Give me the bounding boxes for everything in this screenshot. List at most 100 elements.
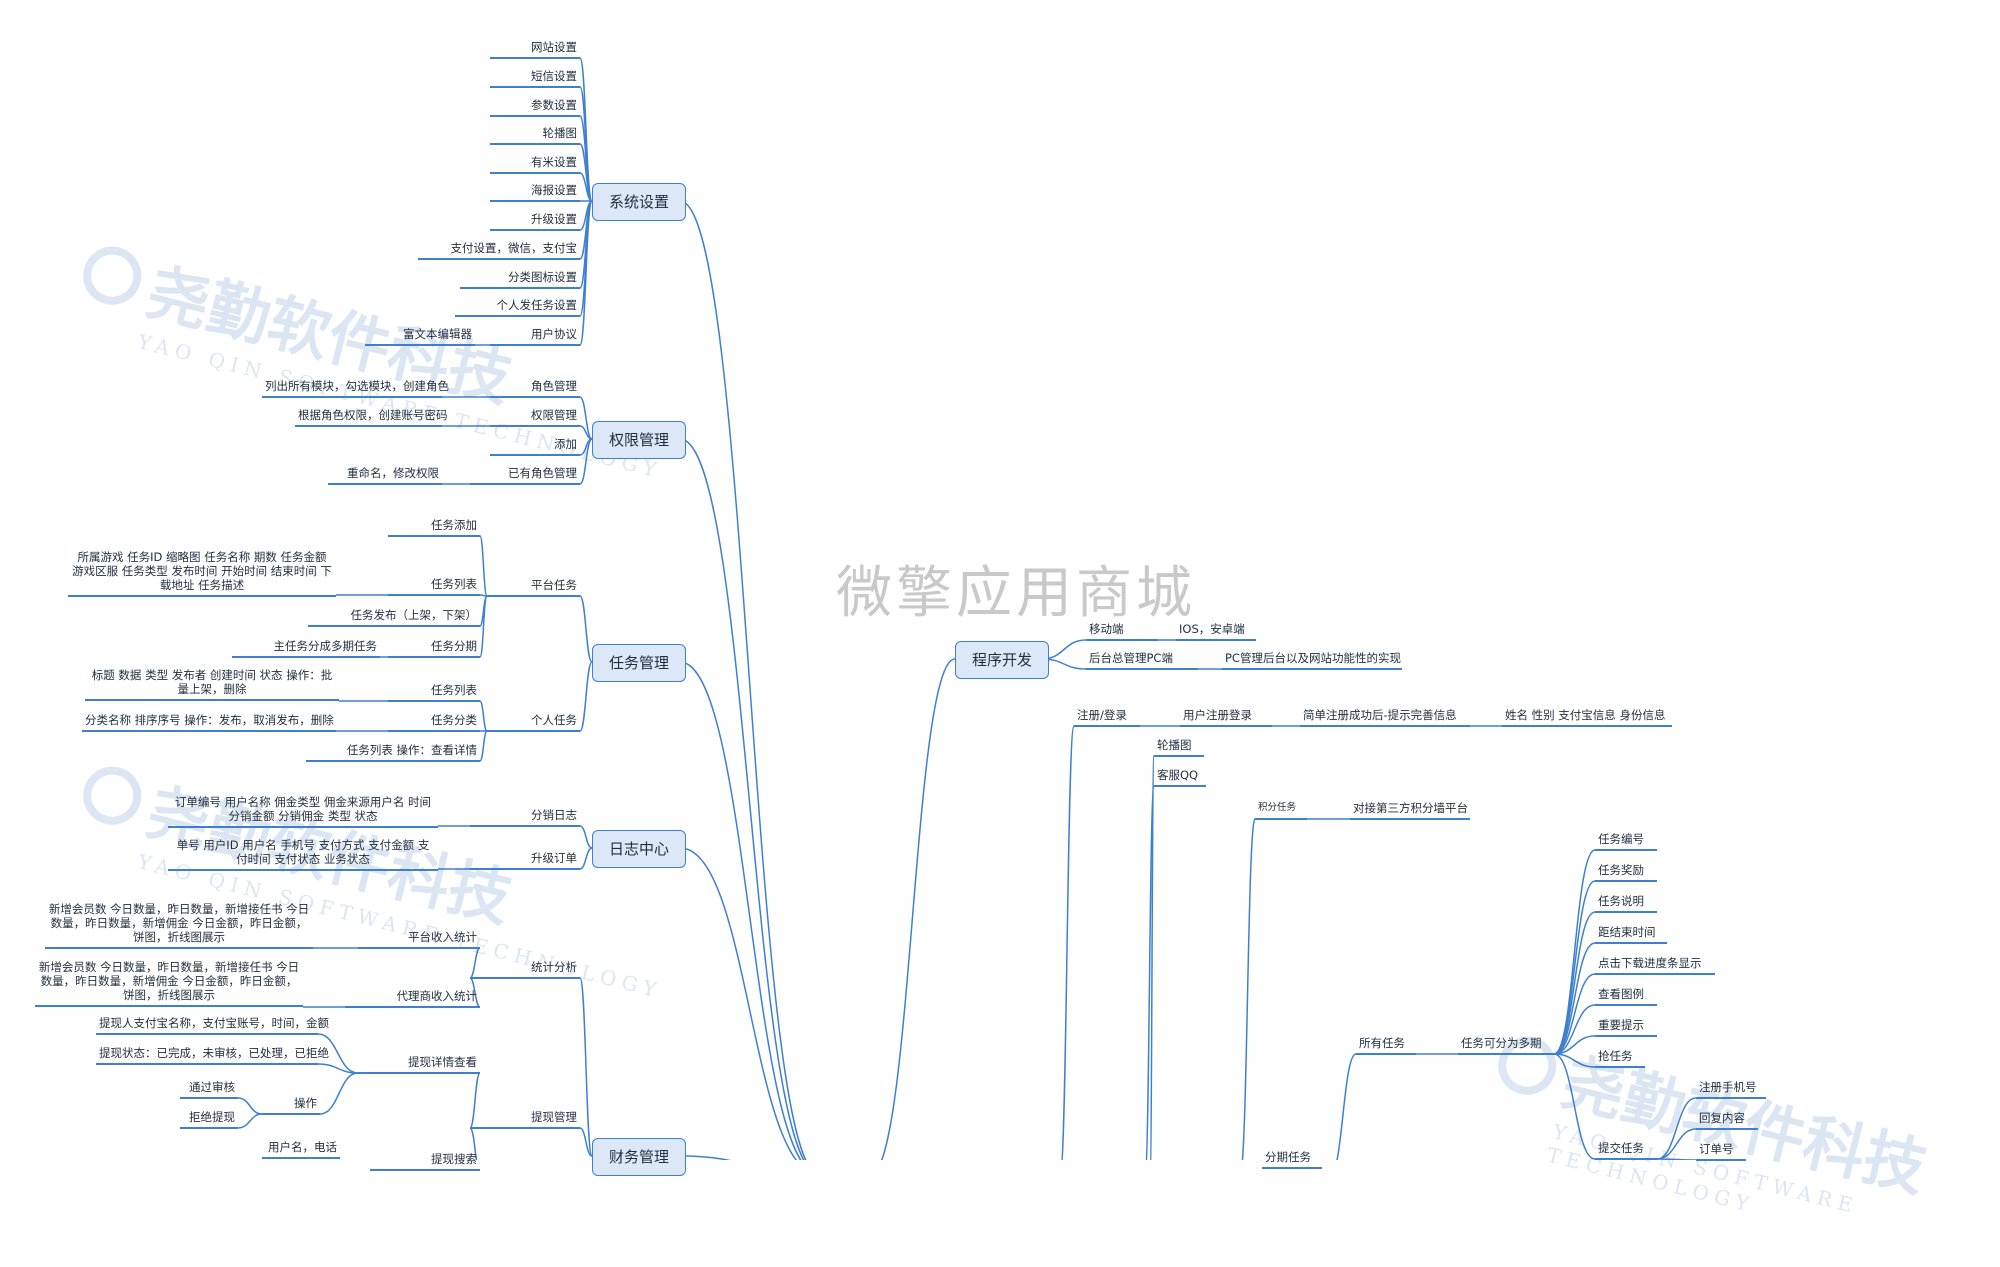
task-item[interactable]: 任务列表 操作：查看详情 bbox=[306, 743, 480, 762]
perm-item[interactable]: 已有角色管理 bbox=[470, 466, 580, 485]
branch-permission-management[interactable]: 权限管理 bbox=[592, 421, 687, 459]
log-detail[interactable]: 订单编号 用户名称 佣金类型 佣金来源用户名 时间 分销金额 分销佣金 类型 状… bbox=[168, 795, 438, 828]
submit-field[interactable]: 回复内容 bbox=[1696, 1111, 1758, 1130]
branch-finance-management[interactable]: 财务管理 bbox=[592, 1138, 687, 1176]
perm-item[interactable]: 角色管理 bbox=[490, 379, 580, 398]
perm-detail[interactable]: 根据角色权限，创建账号密码 bbox=[295, 408, 448, 427]
connector-line bbox=[579, 86, 593, 202]
dev-item[interactable]: 移动端 bbox=[1086, 622, 1158, 641]
finance-detail[interactable]: 通过审核 bbox=[180, 1080, 238, 1099]
connector-line bbox=[1656, 1128, 1697, 1160]
task-field[interactable]: 任务说明 bbox=[1595, 894, 1657, 913]
finance-item[interactable]: 操作 bbox=[262, 1096, 320, 1115]
finance-detail[interactable]: 提现状态：已完成，未审核，已处理，已拒绝 bbox=[96, 1046, 329, 1065]
perm-detail[interactable]: 重命名，修改权限 bbox=[328, 466, 442, 485]
system-item[interactable]: 有米设置 bbox=[490, 155, 580, 174]
perm-item[interactable]: 权限管理 bbox=[490, 408, 580, 427]
system-item[interactable]: 海报设置 bbox=[490, 183, 580, 202]
task-item[interactable]: 任务分类 bbox=[388, 713, 480, 732]
connector-line bbox=[317, 1063, 359, 1074]
task-detail[interactable]: 分类名称 排序序号 操作：发布，取消发布，删除 bbox=[82, 713, 336, 732]
branch-program-development[interactable]: 程序开发 bbox=[955, 641, 1050, 679]
system-item[interactable]: 用户协议 bbox=[490, 327, 580, 346]
system-item[interactable]: 支付设置，微信，支付宝 bbox=[418, 241, 580, 260]
system-item[interactable]: 个人发任务设置 bbox=[455, 298, 580, 317]
connector-line bbox=[579, 595, 593, 663]
task-group[interactable]: 个人任务 bbox=[487, 713, 580, 732]
branch-task-management[interactable]: 任务管理 bbox=[592, 644, 687, 682]
perm-item[interactable]: 添加 bbox=[490, 437, 580, 456]
connector-line bbox=[1061, 725, 1075, 1160]
task-field[interactable]: 抢任务 bbox=[1595, 1049, 1645, 1068]
log-detail[interactable]: 单号 用户ID 用户名 手机号 支付方式 支付金额 支付时间 支付状态 业务状态 bbox=[168, 838, 438, 871]
right-node-register-fields[interactable]: 姓名 性别 支付宝信息 身份信息 bbox=[1502, 708, 1672, 727]
right-node-banner[interactable]: 轮播图 bbox=[1154, 738, 1204, 757]
system-item[interactable]: 分类图标设置 bbox=[460, 270, 580, 289]
finance-detail[interactable]: 拒绝提现 bbox=[180, 1110, 238, 1129]
log-item[interactable]: 升级订单 bbox=[470, 851, 580, 870]
finance-detail[interactable]: 提现人支付宝名称，支付宝账号，时间，金额 bbox=[96, 1016, 329, 1035]
right-node-register[interactable]: 注册/登录 bbox=[1074, 708, 1140, 727]
task-field[interactable]: 查看图例 bbox=[1595, 987, 1657, 1006]
right-node-points-task[interactable]: 积分任务 bbox=[1255, 801, 1307, 820]
logo-watermark-en: YAO QIN SOFTWARE TECHNOLOGY bbox=[135, 329, 665, 484]
connector-line bbox=[579, 57, 593, 202]
right-node-points-platform[interactable]: 对接第三方积分墙平台 bbox=[1350, 801, 1470, 820]
connector-line bbox=[479, 595, 488, 658]
dev-detail[interactable]: PC管理后台以及网站功能性的实现 bbox=[1222, 651, 1402, 670]
dev-detail[interactable]: IOS，安卓端 bbox=[1176, 622, 1256, 641]
system-item[interactable]: 网站设置 bbox=[490, 40, 580, 59]
right-node-multi-period[interactable]: 任务可分为多期 bbox=[1458, 1036, 1554, 1055]
right-node-all-tasks[interactable]: 所有任务 bbox=[1356, 1036, 1416, 1055]
task-field[interactable]: 距结束时间 bbox=[1595, 925, 1667, 944]
right-node-user-register[interactable]: 用户注册登录 bbox=[1180, 708, 1272, 727]
connector-line bbox=[579, 143, 593, 202]
log-item[interactable]: 分销日志 bbox=[470, 808, 580, 827]
finance-detail[interactable]: 新增会员数 今日数量，昨日数量，新增接任书 今日数量，昨日数量，新增佣金 今日金… bbox=[35, 960, 303, 1007]
finance-group[interactable]: 提现管理 bbox=[470, 1110, 580, 1129]
branch-system-settings[interactable]: 系统设置 bbox=[592, 183, 687, 221]
finance-group[interactable]: 统计分析 bbox=[470, 960, 580, 979]
perm-detail[interactable]: 列出所有模块，勾选模块，创建角色 bbox=[262, 379, 449, 398]
finance-item[interactable]: 平台收入统计 bbox=[358, 930, 480, 949]
dev-item[interactable]: 后台总管理PC端 bbox=[1086, 651, 1198, 670]
finance-item[interactable]: 提现详情查看 bbox=[358, 1055, 480, 1074]
finance-detail[interactable]: 用户名，电话 bbox=[262, 1140, 340, 1159]
task-item[interactable]: 任务发布（上架，下架） bbox=[308, 608, 480, 627]
connector-line bbox=[1553, 1053, 1596, 1160]
system-item[interactable]: 升级设置 bbox=[490, 212, 580, 231]
task-detail[interactable]: 主任务分成多期任务 bbox=[232, 639, 380, 658]
finance-item[interactable]: 代理商收入统计 bbox=[345, 989, 480, 1008]
connector-line bbox=[479, 700, 488, 732]
connector-line bbox=[1656, 1097, 1697, 1160]
mind-map-canvas: 微擎应用商城 尧勤软件科技 YAO QIN SOFTWARE TECHNOLOG… bbox=[35, 40, 1934, 1219]
system-item[interactable]: 短信设置 bbox=[490, 69, 580, 88]
task-detail[interactable]: 标题 数据 类型 发布者 创建时间 状态 操作：批量上架，删除 bbox=[85, 668, 339, 701]
submit-field[interactable]: 注册手机号 bbox=[1696, 1080, 1766, 1099]
connector-line bbox=[679, 200, 807, 1160]
task-field[interactable]: 点击下载进度条显示 bbox=[1595, 956, 1715, 975]
task-field[interactable]: 任务奖励 bbox=[1595, 863, 1657, 882]
connector-line bbox=[1553, 942, 1596, 1055]
finance-detail[interactable]: 新增会员数 今日数量，昨日数量，新增接任书 今日数量，昨日数量，新增佣金 今日金… bbox=[45, 902, 313, 949]
system-item[interactable]: 轮播图 bbox=[490, 126, 580, 145]
task-group[interactable]: 平台任务 bbox=[487, 578, 580, 597]
finance-detail[interactable]: 提现搜索 bbox=[370, 1152, 480, 1171]
task-item[interactable]: 任务列表 bbox=[388, 577, 480, 596]
connector-line bbox=[579, 1127, 593, 1157]
task-detail[interactable]: 所属游戏 任务ID 缩略图 任务名称 期数 任务金额 游戏区服 任务类型 发布时… bbox=[68, 550, 336, 597]
branch-log-center[interactable]: 日志中心 bbox=[592, 830, 687, 868]
task-field[interactable]: 任务编号 bbox=[1595, 832, 1657, 851]
system-extra[interactable]: 富文本编辑器 bbox=[365, 327, 475, 346]
connector-line bbox=[319, 1072, 359, 1115]
task-item[interactable]: 任务分期 bbox=[388, 639, 480, 658]
right-node-qq[interactable]: 客服QQ bbox=[1154, 768, 1206, 787]
task-field[interactable]: 重要提示 bbox=[1595, 1018, 1657, 1037]
right-node-register-tip[interactable]: 简单注册成功后-提示完善信息 bbox=[1300, 708, 1470, 727]
submit-field[interactable]: 订单号 bbox=[1696, 1142, 1746, 1161]
task-item[interactable]: 任务添加 bbox=[388, 518, 480, 537]
connector-line bbox=[579, 438, 593, 456]
system-item[interactable]: 参数设置 bbox=[490, 98, 580, 117]
task-item[interactable]: 任务列表 bbox=[388, 683, 480, 702]
task-field[interactable]: 提交任务 bbox=[1595, 1141, 1657, 1160]
